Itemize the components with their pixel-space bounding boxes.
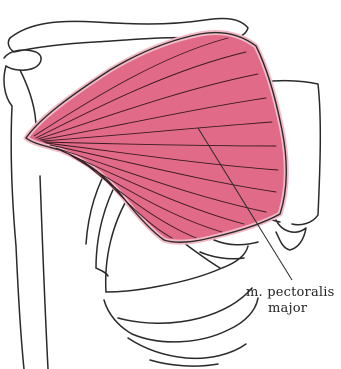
rib-12 (214, 240, 258, 245)
muscle-label-line-2: major (268, 301, 307, 316)
rib-7 (118, 288, 252, 323)
scapula-outline (20, 70, 36, 128)
rib-11 (200, 252, 244, 259)
rib-3 (106, 194, 130, 292)
rib-9 (150, 360, 218, 366)
pectoralis-major-muscle (26, 33, 286, 243)
acromion-outline (4, 50, 41, 70)
muscle-label-line-1: m. pectoralis (246, 285, 335, 300)
humerus-shaft-outline (40, 176, 48, 369)
humerus-outline (4, 66, 24, 369)
rib-5 (106, 246, 248, 292)
